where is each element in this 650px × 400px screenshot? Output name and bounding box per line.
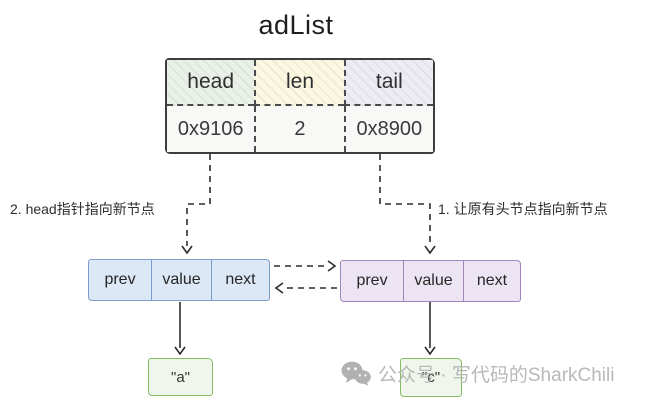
head-to-newnode-connector — [186, 154, 211, 246]
old-node-prev-cell: prev — [356, 272, 388, 289]
new-node-value-cell: value — [151, 260, 211, 300]
prev-pointer-arrowhead — [274, 282, 284, 294]
watermark-text: 公众号 · 写代码的SharkChili — [378, 365, 615, 386]
old-node-value-cell: value — [403, 261, 463, 301]
table-header-row: head len tail — [167, 60, 433, 106]
table-value-head-pointer: 0x9106 — [167, 106, 255, 152]
next-pointer-arrowhead — [327, 260, 337, 272]
table-value-tail-pointer: 0x8900 — [343, 106, 433, 152]
annotation-step2: 2. head指针指向新节点 — [10, 201, 155, 217]
table-header-head: head — [167, 60, 255, 106]
wechat-icon — [341, 361, 371, 386]
table-header-len: len — [254, 60, 344, 106]
tail-to-oldnode-connector — [379, 154, 431, 246]
diagram-title: adList — [258, 10, 334, 40]
newnode-value-arrowhead — [174, 346, 186, 356]
table-header-tail: tail — [343, 60, 433, 106]
new-node-next-cell: next — [211, 260, 269, 300]
old-head-node: prev value next — [340, 260, 521, 302]
adlist-struct-table: head len tail 0x9106 2 0x8900 — [165, 58, 435, 154]
annotation-step1: 1. 让原有头节点指向新节点 — [438, 201, 608, 217]
value-box-c: "c" — [400, 358, 462, 397]
table-value-len: 2 — [254, 106, 344, 152]
oldnode-value-arrowhead — [424, 346, 436, 356]
table-value-row: 0x9106 2 0x8900 — [167, 106, 433, 152]
new-node: prev value next — [88, 259, 270, 301]
new-node-prev-cell: prev — [104, 271, 136, 288]
value-box-a: "a" — [148, 358, 213, 396]
old-node-next-cell: next — [463, 261, 520, 301]
head-to-newnode-arrowhead — [181, 245, 193, 255]
tail-to-oldnode-arrowhead — [424, 245, 436, 255]
watermark: 公众号 · 写代码的SharkChili — [341, 360, 614, 387]
